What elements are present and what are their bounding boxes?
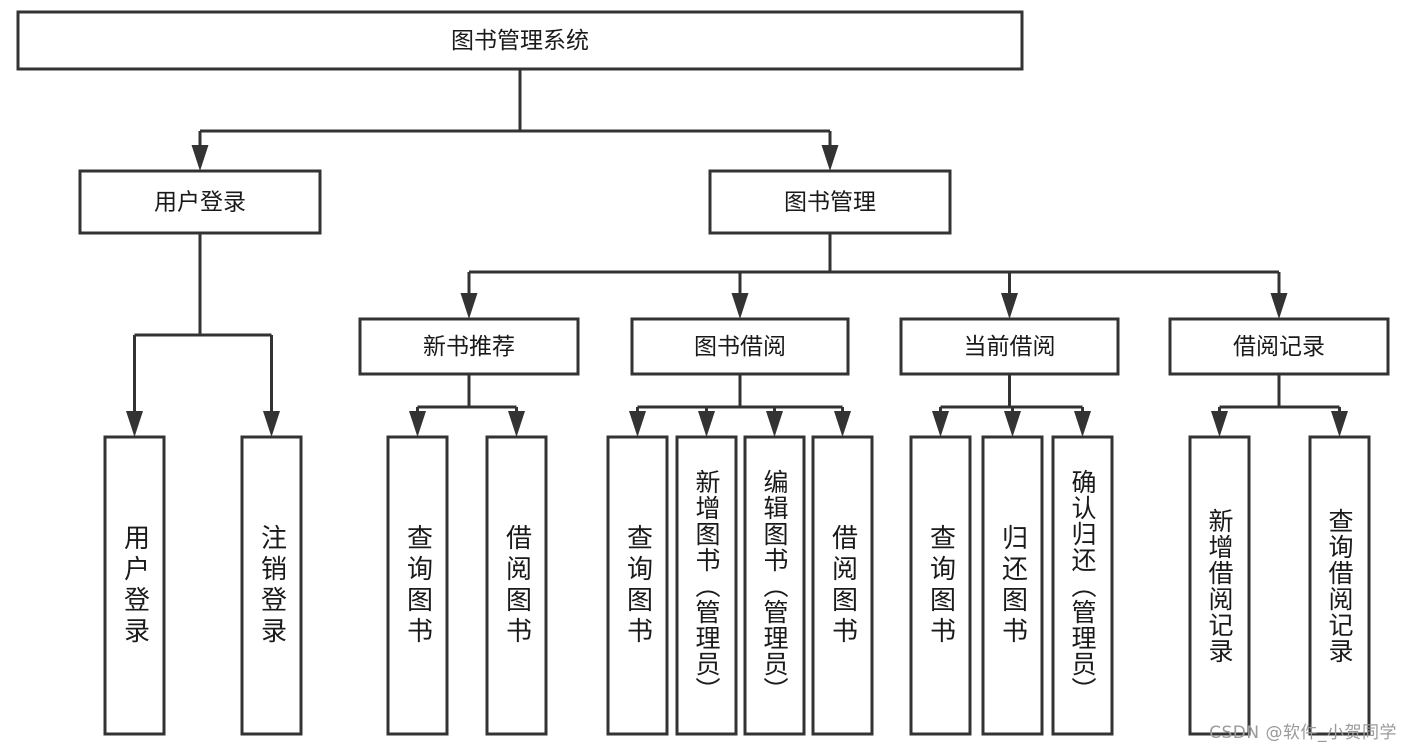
node-user-login-label: 用户登录: [154, 190, 246, 216]
node-leaf-query-book-1-rect[interactable]: [386, 435, 449, 736]
node-leaf-add-book-rect[interactable]: [675, 435, 738, 736]
node-leaf-user-login-rect[interactable]: [103, 435, 166, 736]
node-new-book-recommend-rect[interactable]: [358, 317, 580, 376]
node-book-borrow-rect[interactable]: [630, 317, 850, 376]
arrow-head-leaf-query-borrow-rec: [1331, 411, 1348, 437]
arrow-head-borrow-record: [1270, 293, 1288, 319]
arrow-head-leaf-query-book-2: [629, 411, 646, 437]
node-leaf-query-book-3-rect[interactable]: [909, 435, 972, 736]
arrow-head-leaf-borrow-book-2: [834, 411, 851, 437]
arrow-head-leaf-return-book: [1004, 411, 1021, 437]
arrow-head-leaf-add-borrow-rec: [1211, 411, 1228, 437]
node-book-manage-rect[interactable]: [708, 169, 952, 235]
node-leaf-add-borrow-rec-rect[interactable]: [1188, 435, 1251, 736]
arrow-head-leaf-add-book: [698, 411, 715, 437]
node-current-borrow[interactable]: 当前借阅: [899, 317, 1120, 376]
arrow-head-user-login: [191, 145, 209, 171]
arrow-head-leaf-query-book-3: [932, 411, 949, 437]
node-borrow-record[interactable]: 借阅记录: [1168, 317, 1390, 376]
node-book-manage[interactable]: 图书管理: [708, 169, 952, 235]
node-root-rect[interactable]: [16, 10, 1024, 71]
node-leaf-confirm-return-rect[interactable]: [1051, 435, 1114, 736]
node-current-borrow-rect[interactable]: [899, 317, 1120, 376]
node-current-borrow-label: 当前借阅: [964, 334, 1056, 360]
connector-layer: [126, 69, 1348, 437]
node-leaf-query-borrow-rec-rect[interactable]: [1308, 435, 1371, 736]
arrow-head-current-borrow: [1001, 293, 1018, 319]
arrow-head-leaf-borrow-book-1: [508, 411, 525, 437]
arrow-head-leaf-query-book-1: [409, 411, 426, 437]
node-leaf-borrow-book-1-rect[interactable]: [485, 435, 548, 736]
node-root-label: 图书管理系统: [451, 28, 589, 54]
arrow-head-leaf-user-logout: [263, 411, 280, 437]
node-book-borrow[interactable]: 图书借阅: [630, 317, 850, 376]
arrow-head-leaf-confirm-return: [1074, 411, 1091, 437]
node-new-book-recommend-label: 新书推荐: [423, 334, 515, 360]
arrow-head-leaf-edit-book: [766, 411, 783, 437]
node-borrow-record-label: 借阅记录: [1233, 334, 1325, 360]
node-leaf-borrow-book-2-rect[interactable]: [811, 435, 874, 736]
node-borrow-record-rect[interactable]: [1168, 317, 1390, 376]
node-leaf-user-logout-rect[interactable]: [240, 435, 303, 736]
arrow-head-book-manage: [821, 145, 839, 171]
arrow-head-leaf-user-login: [126, 411, 143, 437]
node-leaf-query-book-2-rect[interactable]: [606, 435, 669, 736]
node-new-book-recommend[interactable]: 新书推荐: [358, 317, 580, 376]
arrow-head-new-book-recommend: [460, 293, 478, 319]
node-book-manage-label: 图书管理: [784, 190, 876, 216]
node-user-login-rect[interactable]: [78, 169, 322, 235]
node-leaf-return-book-rect[interactable]: [981, 435, 1044, 736]
node-leaf-edit-book-rect[interactable]: [743, 435, 806, 736]
node-book-borrow-label: 图书借阅: [694, 334, 786, 360]
node-user-login[interactable]: 用户登录: [78, 169, 322, 235]
node-root[interactable]: 图书管理系统: [16, 10, 1024, 71]
watermark-text: CSDN @软件_小贺同学: [1209, 723, 1397, 743]
arrow-head-book-borrow: [731, 293, 749, 319]
